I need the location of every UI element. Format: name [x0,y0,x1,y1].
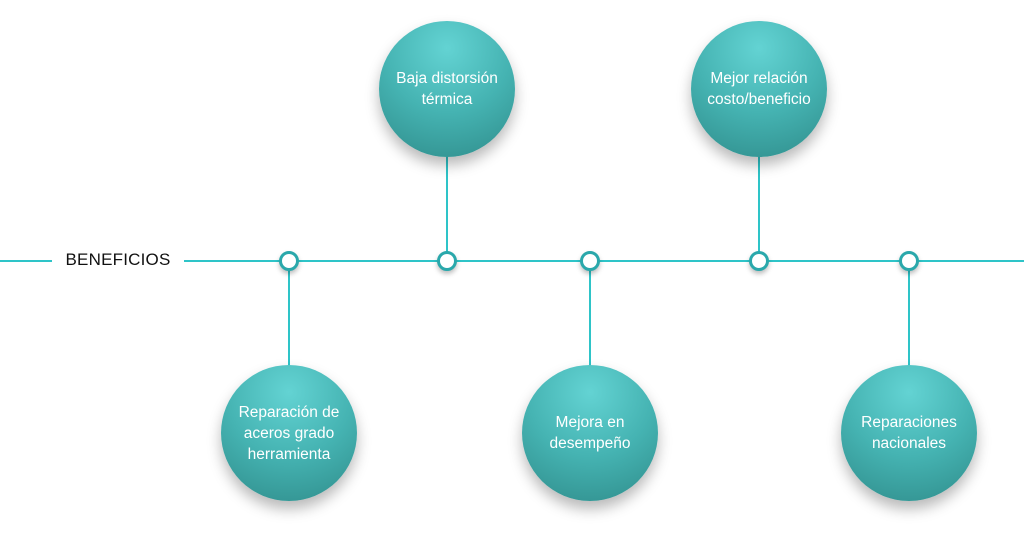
timeline-node-4 [749,251,769,271]
benefit-circle-5: Reparaciones nacionales [841,365,977,501]
benefit-label: Mejor relación costo/beneficio [707,70,811,108]
benefit-label: Reparación de aceros grado herramienta [238,403,340,463]
benefit-circle-3: Mejora en desempeño [522,365,658,501]
benefit-label: Baja distorsión térmica [396,70,498,108]
benefit-label: Mejora en desempeño [549,414,631,452]
timeline-node-5 [899,251,919,271]
timeline-node-1 [279,251,299,271]
benefit-circle-1: Reparación de aceros grado herramienta [221,365,357,501]
diagram-title: BENEFICIOS [65,250,171,269]
connector-5 [908,268,910,368]
benefit-circle-4: Mejor relación costo/beneficio [691,21,827,157]
timeline-line-left [0,260,52,262]
timeline-node-3 [580,251,600,271]
timeline-node-2 [437,251,457,271]
connector-4 [758,155,760,255]
timeline-line [184,260,1024,262]
connector-1 [288,268,290,368]
connector-3 [589,268,591,368]
benefit-label: Reparaciones nacionales [861,414,957,452]
connector-2 [446,155,448,255]
benefit-circle-2: Baja distorsión térmica [379,21,515,157]
